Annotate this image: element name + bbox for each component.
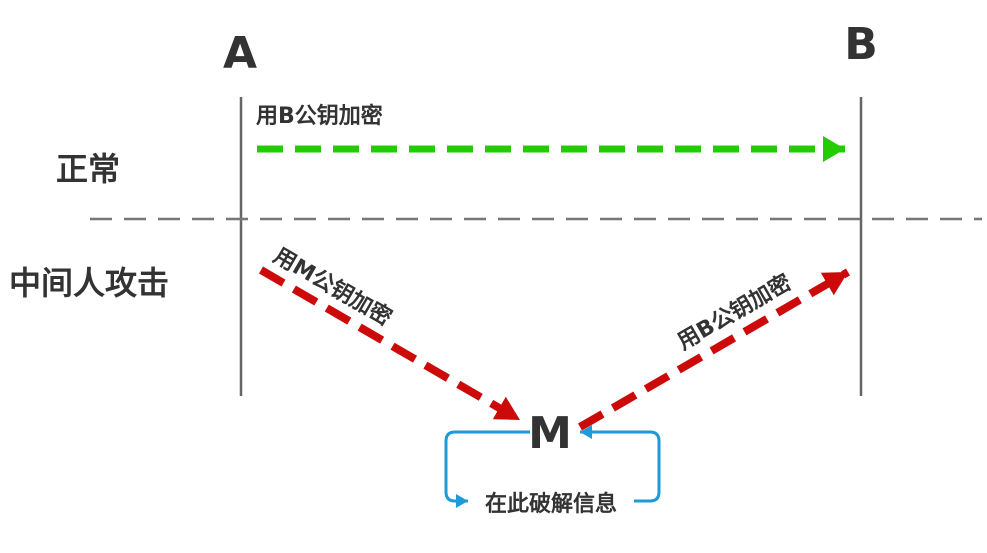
a-to-m-arrow <box>258 266 523 424</box>
crack-loop-right <box>580 425 661 503</box>
party-a-label: A <box>223 28 257 79</box>
party-b-label: B <box>844 19 878 70</box>
crack-info-label: 在此破解信息 <box>485 491 617 517</box>
row-label-normal: 正常 <box>56 150 120 188</box>
party-m-label: M <box>528 408 572 459</box>
crack-loop-left <box>444 430 530 508</box>
a-to-m-edge-label: 用M公钥加密 <box>269 243 396 331</box>
m-to-b-arrow <box>577 268 851 431</box>
normal-edge-label: 用B公钥加密 <box>256 103 383 129</box>
row-label-mitm: 中间人攻击 <box>9 264 169 302</box>
